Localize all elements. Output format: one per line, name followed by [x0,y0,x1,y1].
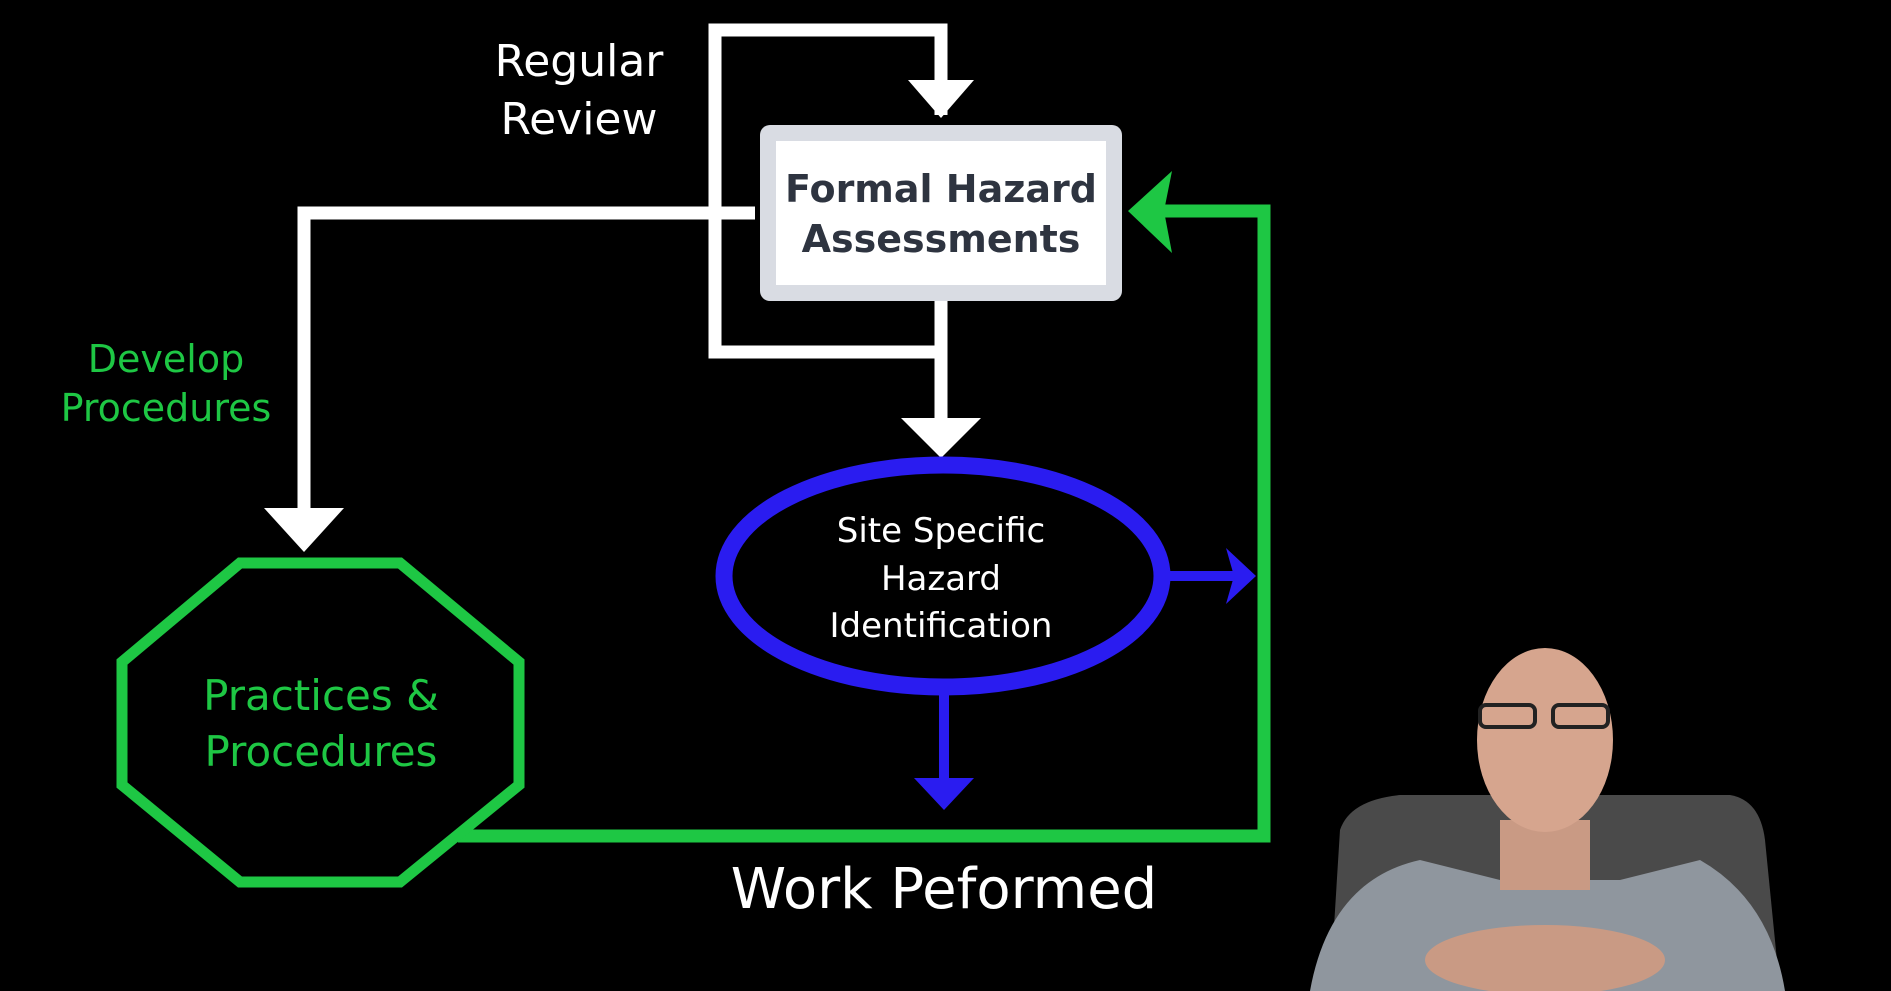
site-specific-label-1: Site Specific [837,511,1045,551]
regular-review-arrowhead [908,80,974,118]
site-specific-ellipse [715,456,1171,696]
presenter-glasses [1478,703,1537,729]
formal-hazard-box-inner [776,141,1106,285]
work-performed-feedback-line [458,204,1271,843]
formal-hazard-label-2: Assessments [802,217,1081,261]
site-specific-label-2: Hazard [881,559,1001,599]
develop-procedures-connector [297,206,755,520]
practices-label-2: Procedures [205,727,438,776]
feedback-arrowhead [1128,171,1172,253]
regular-review-label-1: Regular [495,36,665,87]
work-performed-label: Work Peformed [731,857,1157,922]
regular-review-label-2: Review [501,94,658,145]
assessment-to-identification-arrowhead [901,418,981,458]
practices-procedures-octagon [116,557,525,888]
presenter-head [1477,648,1613,832]
develop-procedures-arrowhead [264,508,344,552]
formal-hazard-label-1: Formal Hazard [785,167,1097,211]
practices-label-1: Practices & [203,671,439,720]
identification-right-arrowhead [1226,548,1256,604]
regular-review-loop [708,23,948,359]
develop-procedures-label-1: Develop [88,337,244,381]
identification-down-arrowhead [914,778,974,810]
site-specific-label-3: Identification [830,606,1053,646]
develop-procedures-label-2: Procedures [61,386,272,430]
presenter-video [1310,648,1785,991]
